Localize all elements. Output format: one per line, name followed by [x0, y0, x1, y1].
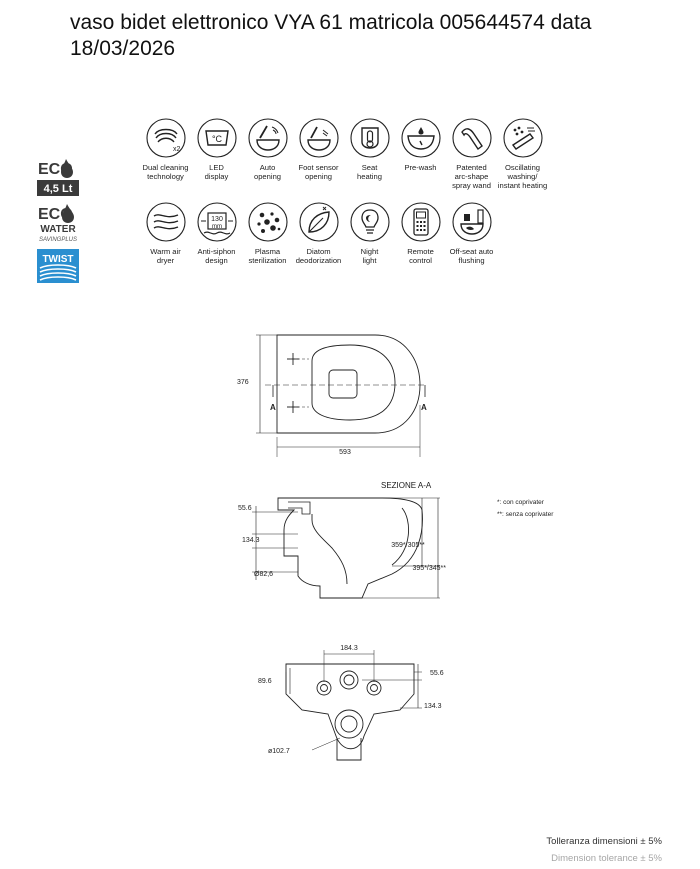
dim-55-6: 55.6 — [238, 505, 252, 512]
feature-warm-air-dryer: Warm air dryer — [140, 202, 191, 265]
warm-air-dryer-icon — [145, 202, 186, 242]
twist-word: TWIST — [42, 254, 73, 265]
inlet-hole — [339, 670, 359, 690]
note-without-cover: **: senza coprivater — [497, 511, 554, 518]
top-view-drawing: 376 593 A A — [237, 334, 427, 457]
twist-badge: TWIST — [37, 249, 79, 283]
eco-volume: 4,5 Lt — [44, 183, 73, 195]
fixing-hole-left — [316, 680, 332, 696]
plasma-sterilization-icon — [247, 202, 288, 242]
water-drop-icon — [61, 159, 73, 178]
section-drawing: 55.6 134.3 Ø82,6 359*/305** 395*/345** — [238, 497, 447, 599]
water-drop-icon — [62, 204, 74, 223]
outlet-hole — [334, 709, 364, 739]
feature-oscillating-washing: Oscillating washing/ instant heating — [497, 118, 548, 190]
section-mark-left: A — [270, 403, 276, 412]
dual-cleaning-icon: x2 — [145, 118, 186, 158]
svg-text:mm: mm — [212, 224, 222, 230]
pre-wash-icon — [400, 118, 441, 158]
dim-184-3: 184.3 — [340, 645, 358, 652]
feature-remote-control: Remote control — [395, 202, 446, 265]
oscillating-washing-icon — [502, 118, 543, 158]
feature-off-seat-flushing: Off-seat auto flushing — [446, 202, 497, 265]
feature-diatom-deodorization: Diatom deodorization — [293, 202, 344, 265]
dim-89-6: 89.6 — [258, 678, 272, 685]
off-seat-flushing-icon — [451, 202, 492, 242]
eco-water-saving-badge: ECO WATER SAVINGPLUS — [38, 204, 77, 243]
dim-134-3: 134.3 — [242, 537, 260, 544]
svg-text:130: 130 — [211, 216, 223, 223]
page-title: vaso bidet elettronico VYA 61 matricola … — [70, 11, 592, 60]
dim-depth: 376 — [237, 379, 249, 386]
bowl-inner-curve — [391, 507, 409, 566]
foot-sensor-icon — [298, 118, 339, 158]
rear-view-drawing: 184.3 89.6 55.6 134.3 ø102.7 — [258, 645, 444, 761]
feature-pre-wash: Pre-wash — [395, 118, 446, 190]
dim-diameter-82-6: Ø82,6 — [254, 571, 273, 578]
feature-led-display: °C LED display — [191, 118, 242, 190]
seat-opening — [311, 344, 396, 421]
remote-control-icon — [400, 202, 441, 242]
feature-anti-siphon: 130 mm Anti-siphon design — [191, 202, 242, 265]
dim-outlet-102-7: ø102.7 — [268, 748, 290, 755]
feature-label: Dual cleaning technology — [142, 163, 189, 181]
tolerance-italian: Tolleranza dimensioni ± 5% — [546, 836, 662, 847]
water-word: WATER — [40, 224, 76, 235]
feature-seat-heating: Seat heating — [344, 118, 395, 190]
night-light-icon — [349, 202, 390, 242]
section-outline — [277, 497, 423, 599]
led-display-icon: °C — [196, 118, 237, 158]
rear-outline — [285, 663, 415, 750]
svg-text:°C: °C — [211, 134, 222, 144]
feature-foot-sensor: Foot sensor opening — [293, 118, 344, 190]
saving-word: SAVINGPLUS — [39, 237, 77, 243]
spray-wand-icon — [451, 118, 492, 158]
anti-siphon-icon: 130 mm — [196, 202, 237, 242]
diatom-deodorization-icon — [298, 202, 339, 242]
bowl-outline — [276, 334, 421, 434]
feature-night-light: Night light — [344, 202, 395, 265]
section-title: SEZIONE A-A — [381, 481, 432, 490]
feature-spray-wand: Patented arc-shape spray wand — [446, 118, 497, 190]
feature-auto-opening: Auto opening — [242, 118, 293, 190]
dim-height-2: 395*/345** — [413, 565, 447, 572]
trap-channel — [311, 514, 348, 585]
dim-rear-134-3: 134.3 — [424, 703, 442, 710]
swirl-icon — [39, 264, 77, 281]
dim-width: 593 — [339, 449, 351, 456]
feature-icons: x2 Dual cleaning technology °C LED displ… — [140, 118, 560, 265]
volume-box — [37, 180, 79, 196]
feature-plasma-sterilization: Plasma sterilization — [242, 202, 293, 265]
seat-heating-icon — [349, 118, 390, 158]
tolerance-english: Dimension tolerance ± 5% — [551, 853, 662, 864]
note-with-cover: *: con coprivater — [497, 499, 544, 506]
eco-4-5-lt-badge: ECO 4,5 Lt — [37, 159, 79, 196]
dim-height-1: 359*/305** — [391, 542, 425, 549]
outlet-square — [328, 369, 358, 399]
svg-text:x2: x2 — [173, 146, 181, 153]
feature-dual-cleaning: x2 Dual cleaning technology — [140, 118, 191, 190]
eco-badges: ECO 4,5 Lt ECO WATER SAVINGPLUS TWIST — [36, 156, 82, 288]
fixing-hole-right — [366, 680, 382, 696]
dim-rear-55-6: 55.6 — [430, 670, 444, 677]
auto-opening-icon — [247, 118, 288, 158]
section-mark-right: A — [421, 403, 427, 412]
